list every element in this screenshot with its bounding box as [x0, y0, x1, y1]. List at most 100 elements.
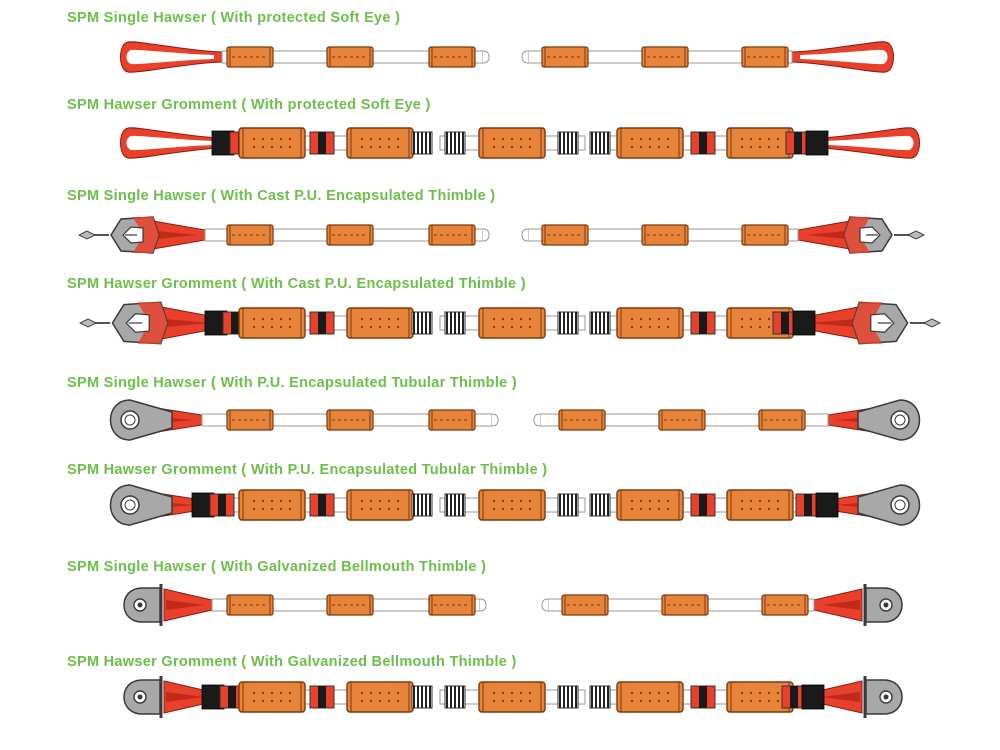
tubular-thimble — [109, 484, 203, 526]
rope-end — [482, 50, 490, 64]
float — [478, 127, 546, 159]
collar — [815, 492, 839, 518]
rope-joint — [557, 493, 579, 517]
rope-joint — [444, 131, 466, 155]
float — [641, 224, 689, 246]
rope-joint — [589, 493, 611, 517]
rope-end — [482, 228, 490, 242]
soft-eye — [817, 127, 920, 159]
float — [616, 489, 684, 521]
float — [558, 409, 606, 431]
rope-joint — [309, 493, 335, 517]
float — [428, 409, 476, 431]
rope-joint — [589, 685, 611, 709]
rope-joint — [690, 131, 716, 155]
float — [741, 46, 789, 68]
float — [658, 409, 706, 431]
float — [346, 681, 414, 713]
float — [226, 409, 274, 431]
float — [326, 594, 374, 616]
rope-joint — [589, 131, 611, 155]
float — [326, 46, 374, 68]
hawser-grommet — [120, 127, 920, 159]
float — [238, 127, 306, 159]
float — [478, 307, 546, 339]
float — [428, 224, 476, 246]
float — [326, 409, 374, 431]
rope-joint — [411, 493, 433, 517]
rope-joint — [309, 311, 335, 335]
float — [661, 594, 709, 616]
float — [428, 594, 476, 616]
float — [238, 489, 306, 521]
float — [238, 681, 306, 713]
rope-joint — [411, 311, 433, 335]
cast-thimble — [78, 301, 221, 345]
row-title: SPM Single Hawser ( With Galvanized Bell… — [67, 559, 487, 575]
soft-eye — [120, 41, 223, 73]
float — [326, 224, 374, 246]
rope-joint — [411, 685, 433, 709]
tubular-thimble — [827, 484, 921, 526]
row-title: SPM Single Hawser ( With P.U. Encapsulat… — [67, 375, 517, 391]
rope-end — [521, 228, 529, 242]
rope-joint — [444, 493, 466, 517]
float — [616, 127, 684, 159]
float — [226, 46, 274, 68]
pin-tip — [77, 230, 109, 240]
rope-joint — [209, 493, 235, 517]
rope-joint — [309, 685, 335, 709]
rope-joint — [785, 131, 811, 155]
hawser-grommet — [78, 301, 942, 345]
cast-thimble — [799, 301, 942, 345]
bellmouth-thimble — [813, 676, 903, 718]
float — [726, 127, 794, 159]
row-title: SPM Single Hawser ( With Cast P.U. Encap… — [67, 188, 496, 204]
rope-end — [521, 50, 529, 64]
float — [541, 224, 589, 246]
float — [641, 46, 689, 68]
float — [741, 224, 789, 246]
rope-joint — [309, 131, 335, 155]
rope-end — [541, 598, 549, 612]
row-title: SPM Hawser Gromment ( With P.U. Encapsul… — [67, 462, 548, 478]
single-hawser — [77, 216, 926, 254]
bellmouth-thimble — [123, 584, 213, 626]
rope-joint — [690, 493, 716, 517]
soft-eye — [120, 127, 223, 159]
single-hawser — [109, 399, 921, 441]
float — [758, 409, 806, 431]
rope-joint — [589, 311, 611, 335]
tubular-thimble — [109, 399, 203, 441]
bellmouth-thimble — [123, 676, 213, 718]
float — [541, 46, 589, 68]
rope-end — [491, 413, 499, 427]
float — [478, 489, 546, 521]
float — [616, 307, 684, 339]
row-title: SPM Hawser Gromment ( With Galvanized Be… — [67, 654, 517, 670]
float — [428, 46, 476, 68]
float — [238, 307, 306, 339]
cast-thimble — [797, 216, 926, 254]
row-title: SPM Hawser Gromment ( With protected Sof… — [67, 97, 431, 113]
float — [726, 489, 794, 521]
pin-tip — [78, 318, 111, 328]
rope-joint — [444, 685, 466, 709]
hawser-grommet — [123, 676, 903, 718]
row-title: SPM Hawser Gromment ( With Cast P.U. Enc… — [67, 276, 526, 292]
row-title: SPM Single Hawser ( With protected Soft … — [67, 10, 401, 26]
rope-joint — [557, 685, 579, 709]
single-hawser — [120, 41, 894, 73]
rope-joint — [690, 311, 716, 335]
pin-tip — [894, 230, 926, 240]
rope-joint — [690, 685, 716, 709]
hawser-grommet — [109, 484, 921, 526]
float — [561, 594, 609, 616]
rope-end — [479, 598, 487, 612]
collar — [792, 310, 816, 336]
float — [346, 489, 414, 521]
bellmouth-thimble — [813, 584, 903, 626]
float — [761, 594, 809, 616]
tubular-thimble — [827, 399, 921, 441]
